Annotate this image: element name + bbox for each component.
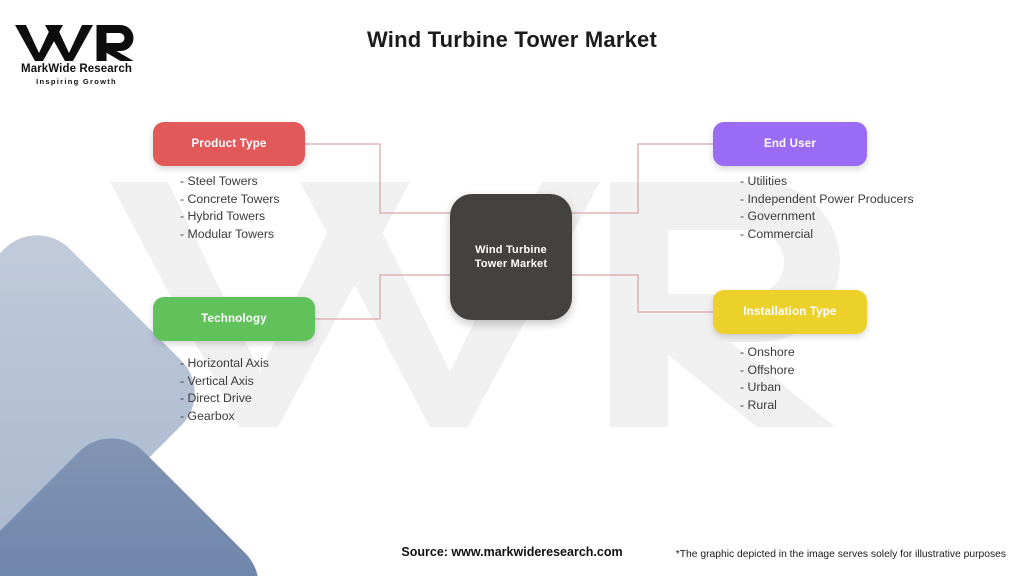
- branch-label-installation-type: Installation Type: [743, 306, 837, 318]
- list-item: - Steel Towers: [180, 174, 258, 188]
- center-node[interactable]: Wind Turbine Tower Market: [450, 194, 572, 320]
- page-title: Wind Turbine Tower Market: [366, 27, 657, 52]
- mwr-logo-mark: [15, 25, 134, 61]
- list-item: - Utilities: [740, 174, 788, 188]
- list-item: - Government: [740, 209, 816, 224]
- source-text: Source: www.markwideresearch.com: [401, 545, 623, 559]
- branch-node-technology[interactable]: Technology: [153, 297, 315, 341]
- branch-label-end-user: End User: [763, 138, 817, 150]
- disclaimer-text: *The graphic depicted in the image serve…: [675, 549, 1006, 560]
- branch-items-end-user: - Utilities - Independent Power Producer…: [740, 173, 914, 244]
- list-item: - Gearbox: [180, 409, 235, 424]
- list-item: - Direct Drive: [180, 391, 252, 406]
- list-item: - Concrete Towers: [180, 191, 280, 206]
- logo-tagline: Inspiring Growth: [36, 77, 117, 86]
- company-logo: MarkWide Research Inspiring Growth: [14, 22, 139, 86]
- list-item: - Modular Towers: [180, 227, 275, 242]
- logo-company-name: MarkWide Research: [21, 63, 132, 75]
- list-item: - Urban: [740, 380, 782, 395]
- branch-items-technology: - Horizontal Axis - Vertical Axis - Dire…: [180, 355, 269, 426]
- list-item: - Onshore: [740, 345, 795, 359]
- list-item: - Vertical Axis: [180, 373, 254, 388]
- list-item: - Rural: [740, 398, 777, 413]
- list-item: - Commercial: [740, 227, 814, 242]
- branch-label-product-type: Product Type: [191, 138, 267, 150]
- list-item: - Independent Power Producers: [740, 191, 914, 206]
- center-node-label: Wind Turbine Tower Market: [474, 244, 548, 270]
- branch-node-product-type[interactable]: Product Type: [153, 122, 305, 166]
- list-item: - Horizontal Axis: [180, 356, 269, 370]
- branch-items-installation-type: - Onshore - Offshore - Urban - Rural: [740, 344, 795, 415]
- branch-node-end-user[interactable]: End User: [713, 122, 867, 166]
- list-item: - Offshore: [740, 362, 795, 377]
- branch-node-installation-type[interactable]: Installation Type: [713, 290, 867, 334]
- list-item: - Hybrid Towers: [180, 209, 266, 224]
- branch-items-product-type: - Steel Towers - Concrete Towers - Hybri…: [180, 173, 280, 244]
- branch-label-technology: Technology: [201, 313, 267, 325]
